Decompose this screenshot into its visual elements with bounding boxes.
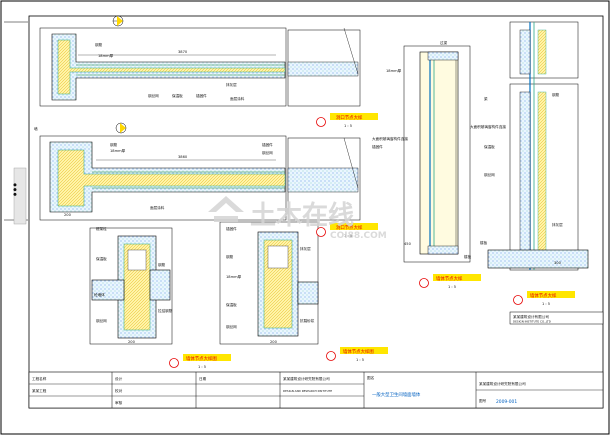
svg-text:洞口节点大样: 洞口节点大样 — [336, 114, 363, 121]
label-s5-t18: 18mm厚 — [386, 68, 402, 73]
detail-s6: 梁 大面积玻璃窗构件连接 保温板 钢丝网 钢筋 抹灰层 楼板 300 — [470, 21, 589, 271]
section-title-bg-s2 — [330, 223, 378, 230]
label-s4-board: 保温板 — [226, 302, 237, 307]
label-s3-mesh: 钢丝网 — [96, 318, 107, 323]
label-s4-anchor: 锚固件 — [226, 226, 237, 231]
tb-company-right: 某某建筑设计研究院有限公司 — [479, 381, 526, 386]
detail-s1: 3870 钢筋 18mm厚 钢丝网 保温板 锚固件 抹灰层 面层涂料 — [39, 15, 287, 107]
right-header-block: 某某建筑设计有限公司 DESIGN INSTITUTE CO.,LTD — [509, 311, 604, 325]
svg-text:1 : 5: 1 : 5 — [448, 285, 456, 289]
section-scale-s2: 1 : 5 — [344, 234, 352, 238]
label-s1-t18: 18mm厚 — [98, 53, 114, 58]
svg-text:1 : 5: 1 : 5 — [542, 302, 550, 306]
svg-text:墙体节点大样: 墙体节点大样 — [436, 275, 463, 282]
svg-text:1 : 5: 1 : 5 — [344, 124, 352, 128]
tb-company-en: DESIGN AND RESEARCH INSTITUTE — [283, 389, 332, 393]
section-title-s5: 墙体节点大样 1 : 5 — [419, 274, 481, 289]
svg-text:1 : 5: 1 : 5 — [356, 358, 364, 362]
label-s2-mesh: 钢丝网 — [262, 150, 273, 155]
label-s6-slab: 楼板 — [480, 240, 488, 245]
label-s2-anchor: 锚固件 — [262, 142, 273, 147]
section-title-text-s2: 洞口节点大样 — [336, 224, 363, 231]
label-s1-board: 保温板 — [172, 93, 183, 98]
tb-drawing-no: 2009-001 — [496, 399, 517, 405]
svg-text:DESIGN INSTITUTE CO.,LTD: DESIGN INSTITUTE CO.,LTD — [513, 320, 551, 324]
label-s3-board: 保温板 — [96, 256, 107, 261]
label-s5-lintel: 过梁 — [440, 40, 448, 45]
tb-project-label: 工程名称 — [32, 376, 47, 381]
label-s6-glass: 大面积玻璃窗构件连接 — [470, 124, 506, 129]
binding-strip — [13, 167, 27, 225]
watermark-logo: 土木在线 COI88.COM — [208, 196, 387, 241]
tb-project-value: 某某工程 — [32, 388, 47, 393]
label-s4-plaster: 抹灰层 — [300, 246, 311, 251]
label-s2-steel: 钢筋 — [110, 142, 118, 147]
label-s3-steel: 钢筋 — [158, 262, 166, 267]
tb-drawing-no-label: 图号 — [479, 398, 487, 403]
label-s1-plaster: 抹灰层 — [226, 82, 237, 87]
svg-text:墙体节点大样图: 墙体节点大样图 — [343, 348, 374, 355]
detail-s3: 框架柱 保温板 砼墙体 钢丝网 钢筋 拉结钢筋 200 — [89, 226, 173, 345]
label-s4-mesh: 钢丝网 — [226, 324, 237, 329]
label-s1-anchor: 锚固件 — [196, 93, 207, 98]
dim-s3: 200 — [128, 340, 136, 344]
label-s6-plaster: 抹灰层 — [552, 222, 563, 227]
label-s3-tie: 拉结钢筋 — [158, 308, 173, 313]
section-title-s3: 墙体节点大样图 1 : 5 — [169, 354, 231, 369]
dim-s1-length: 3870 — [178, 50, 188, 54]
svg-text:● ● ●: ● ● ● — [12, 182, 17, 196]
label-s2-finish: 面层涂料 — [150, 205, 165, 210]
detail-s2: 3860 墙 钢筋 18mm厚 锚固件 钢丝网 200 面层涂料 — [34, 122, 287, 221]
tb-drawing-label: 图名 — [367, 375, 375, 380]
tb-drawing-title: 一般大型卫生间墙面墙体 — [372, 391, 421, 398]
svg-text:某某建筑设计有限公司: 某某建筑设计有限公司 — [513, 314, 549, 319]
label-s4-t18: 18mm厚 — [226, 274, 242, 279]
watermark-sub: COI88.COM — [330, 231, 387, 241]
svg-text:1 : 5: 1 : 5 — [198, 365, 206, 369]
label-s3-frame: 框架柱 — [96, 226, 107, 231]
label-s1-finish: 面层涂料 — [230, 96, 245, 101]
label-s6-board: 保温板 — [484, 144, 495, 149]
label-s4-steel: 钢筋 — [226, 254, 234, 259]
detail-s4: 锚固件 钢筋 18mm厚 保温板 钢丝网 抹灰层 抗裂砂浆 200 — [219, 221, 319, 345]
dim-s2-a: 200 — [64, 213, 72, 217]
label-s2-t18: 18mm厚 — [110, 148, 126, 153]
tb-date-label: 日期 — [199, 376, 207, 381]
dim-s5: 450 — [404, 242, 412, 246]
tb-company: 某某建筑设计研究院有限公司 — [283, 376, 330, 381]
section-title-s4: 墙体节点大样图 1 : 5 — [326, 347, 388, 362]
label-s4-crack: 抗裂砂浆 — [300, 318, 315, 323]
section-title-s1: 洞口节点大样 1 : 5 — [316, 113, 378, 128]
svg-text:墙体节点大样图: 墙体节点大样图 — [186, 355, 217, 362]
dim-s4: 200 — [270, 340, 278, 344]
dim-s6: 300 — [554, 261, 562, 265]
tb-approve-label: 审核 — [115, 400, 123, 405]
label-s5-glass: 大面积玻璃窗构件连接 — [372, 136, 408, 141]
label-s6-mesh: 钢丝网 — [484, 172, 495, 177]
section-title-s6: 墙体节点大样 1 : 5 — [513, 291, 575, 306]
title-block: 工程名称 某某工程 设计 校对 审核 日期 某某建筑设计研究院有限公司 DESI… — [28, 371, 604, 409]
dim-s2-length: 3860 — [178, 155, 188, 159]
section-title-s2: 洞口节点大样 1 : 5 — [316, 223, 378, 238]
detail-s5: 18mm厚 大面积玻璃窗构件连接 锚固件 过梁 450 楼板 — [372, 40, 472, 263]
tb-check-label: 校对 — [115, 388, 123, 393]
tb-design-label: 设计 — [115, 376, 123, 381]
label-s2-wall: 墙 — [34, 126, 38, 131]
label-s6-steel: 钢筋 — [552, 92, 560, 97]
label-s1-mesh: 钢丝网 — [148, 93, 159, 98]
section-marker-s2 — [316, 227, 326, 237]
watermark-text: 土木在线 — [250, 201, 354, 231]
label-s6-beam: 梁 — [484, 96, 488, 101]
label-s5-slab: 楼板 — [464, 254, 472, 259]
svg-text:墙体节点大样: 墙体节点大样 — [530, 292, 557, 299]
label-s1-steel: 钢筋 — [95, 42, 103, 47]
label-s3-concrete: 砼墙体 — [94, 292, 105, 297]
label-s5-anchor: 锚固件 — [372, 144, 383, 149]
